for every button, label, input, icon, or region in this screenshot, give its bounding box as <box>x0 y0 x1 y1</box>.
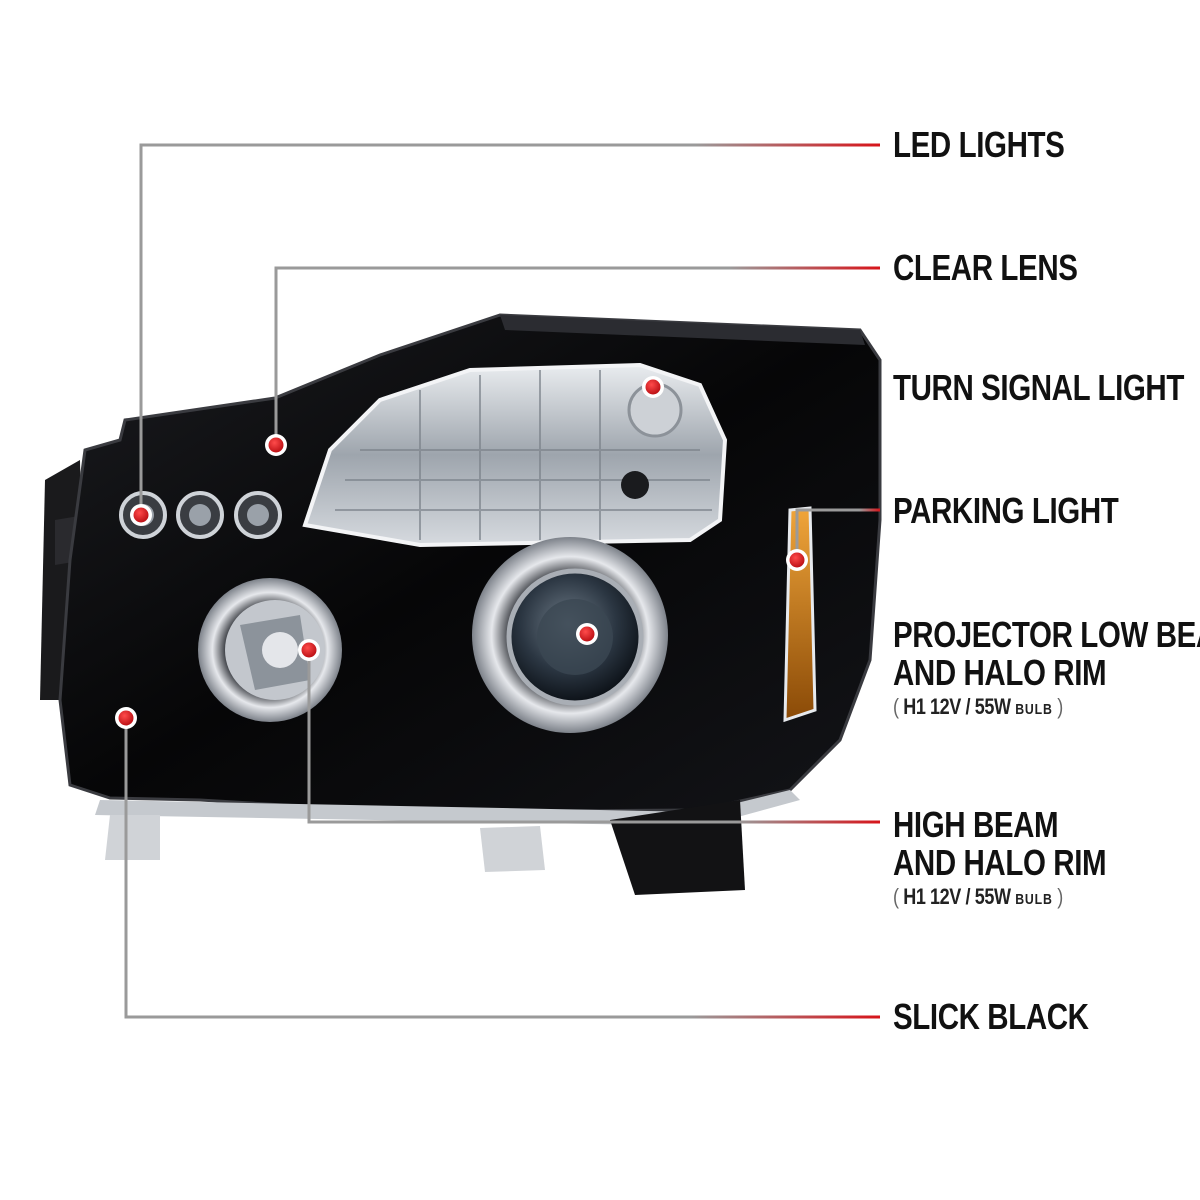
label-clear-lens: CLEAR LENS <box>893 249 1078 287</box>
marker-parking-light <box>786 549 808 571</box>
label-high-beam-spec: ( H1 12V / 55W BULB ) <box>893 884 1106 913</box>
spec-open-paren: ( <box>893 694 899 719</box>
label-low-beam-line1: PROJECTOR LOW BEAM <box>893 614 1200 655</box>
label-low-beam-spec: ( H1 12V / 55W BULB ) <box>893 694 1200 723</box>
bottom-tab-left <box>105 815 160 860</box>
leader-clear-lens <box>274 266 880 445</box>
label-led-lights: LED LIGHTS <box>893 124 1065 165</box>
spec-close-paren: ) <box>1057 694 1063 719</box>
turn-signal-housing <box>302 362 728 548</box>
spec-close-paren: ) <box>1057 884 1063 909</box>
marker-turn-signal <box>642 376 664 398</box>
label-high-beam: HIGH BEAM AND HALO RIM ( H1 12V / 55W BU… <box>893 804 1107 913</box>
label-high-beam-line1: HIGH BEAM <box>893 804 1059 845</box>
leader-parking-light <box>795 508 880 560</box>
lower-chrome-strip <box>95 790 800 826</box>
marker-led-lights <box>130 504 152 526</box>
headlight-body <box>40 313 882 895</box>
marker-clear-lens <box>265 434 287 456</box>
label-turn-signal-text: TURN SIGNAL LIGHT <box>893 367 1184 408</box>
label-clear-lens-text: CLEAR LENS <box>893 247 1078 288</box>
leader-led-lights <box>139 143 880 515</box>
marker-high-beam <box>298 639 320 661</box>
leader-high-beam <box>307 650 880 824</box>
turn-signal-reflector-lines <box>335 370 712 540</box>
label-led-lights-text: LED LIGHTS <box>893 124 1065 165</box>
marker-low-beam <box>576 623 598 645</box>
low-beam-projector <box>472 537 668 733</box>
high-beam-projector <box>198 578 342 722</box>
label-parking-light-text: PARKING LIGHT <box>893 490 1119 531</box>
top-trim <box>500 315 865 345</box>
callout-markers <box>115 376 808 729</box>
marker-slick-black <box>115 707 137 729</box>
spec-value: H1 12V / 55W <box>903 694 1011 719</box>
bottom-tab-middle <box>480 826 545 872</box>
spec-unit: BULB <box>1015 701 1053 718</box>
leader-lines <box>124 143 880 1019</box>
spec-unit: BULB <box>1015 891 1053 908</box>
turn-signal-socket <box>621 471 649 499</box>
label-slick-black-text: SLICK BLACK <box>893 996 1089 1037</box>
spec-open-paren: ( <box>893 884 899 909</box>
label-parking-light: PARKING LIGHT <box>893 490 1119 531</box>
label-low-beam: PROJECTOR LOW BEAM AND HALO RIM ( H1 12V… <box>893 616 1200 723</box>
leader-slick-black <box>124 718 880 1019</box>
spec-value: H1 12V / 55W <box>903 884 1011 909</box>
label-slick-black: SLICK BLACK <box>893 998 1089 1036</box>
parking-light-amber <box>783 506 817 723</box>
label-turn-signal: TURN SIGNAL LIGHT <box>893 369 1184 407</box>
bottom-mount <box>610 800 745 895</box>
label-high-beam-line2: AND HALO RIM <box>893 842 1107 883</box>
label-low-beam-line2: AND HALO RIM <box>893 652 1107 693</box>
